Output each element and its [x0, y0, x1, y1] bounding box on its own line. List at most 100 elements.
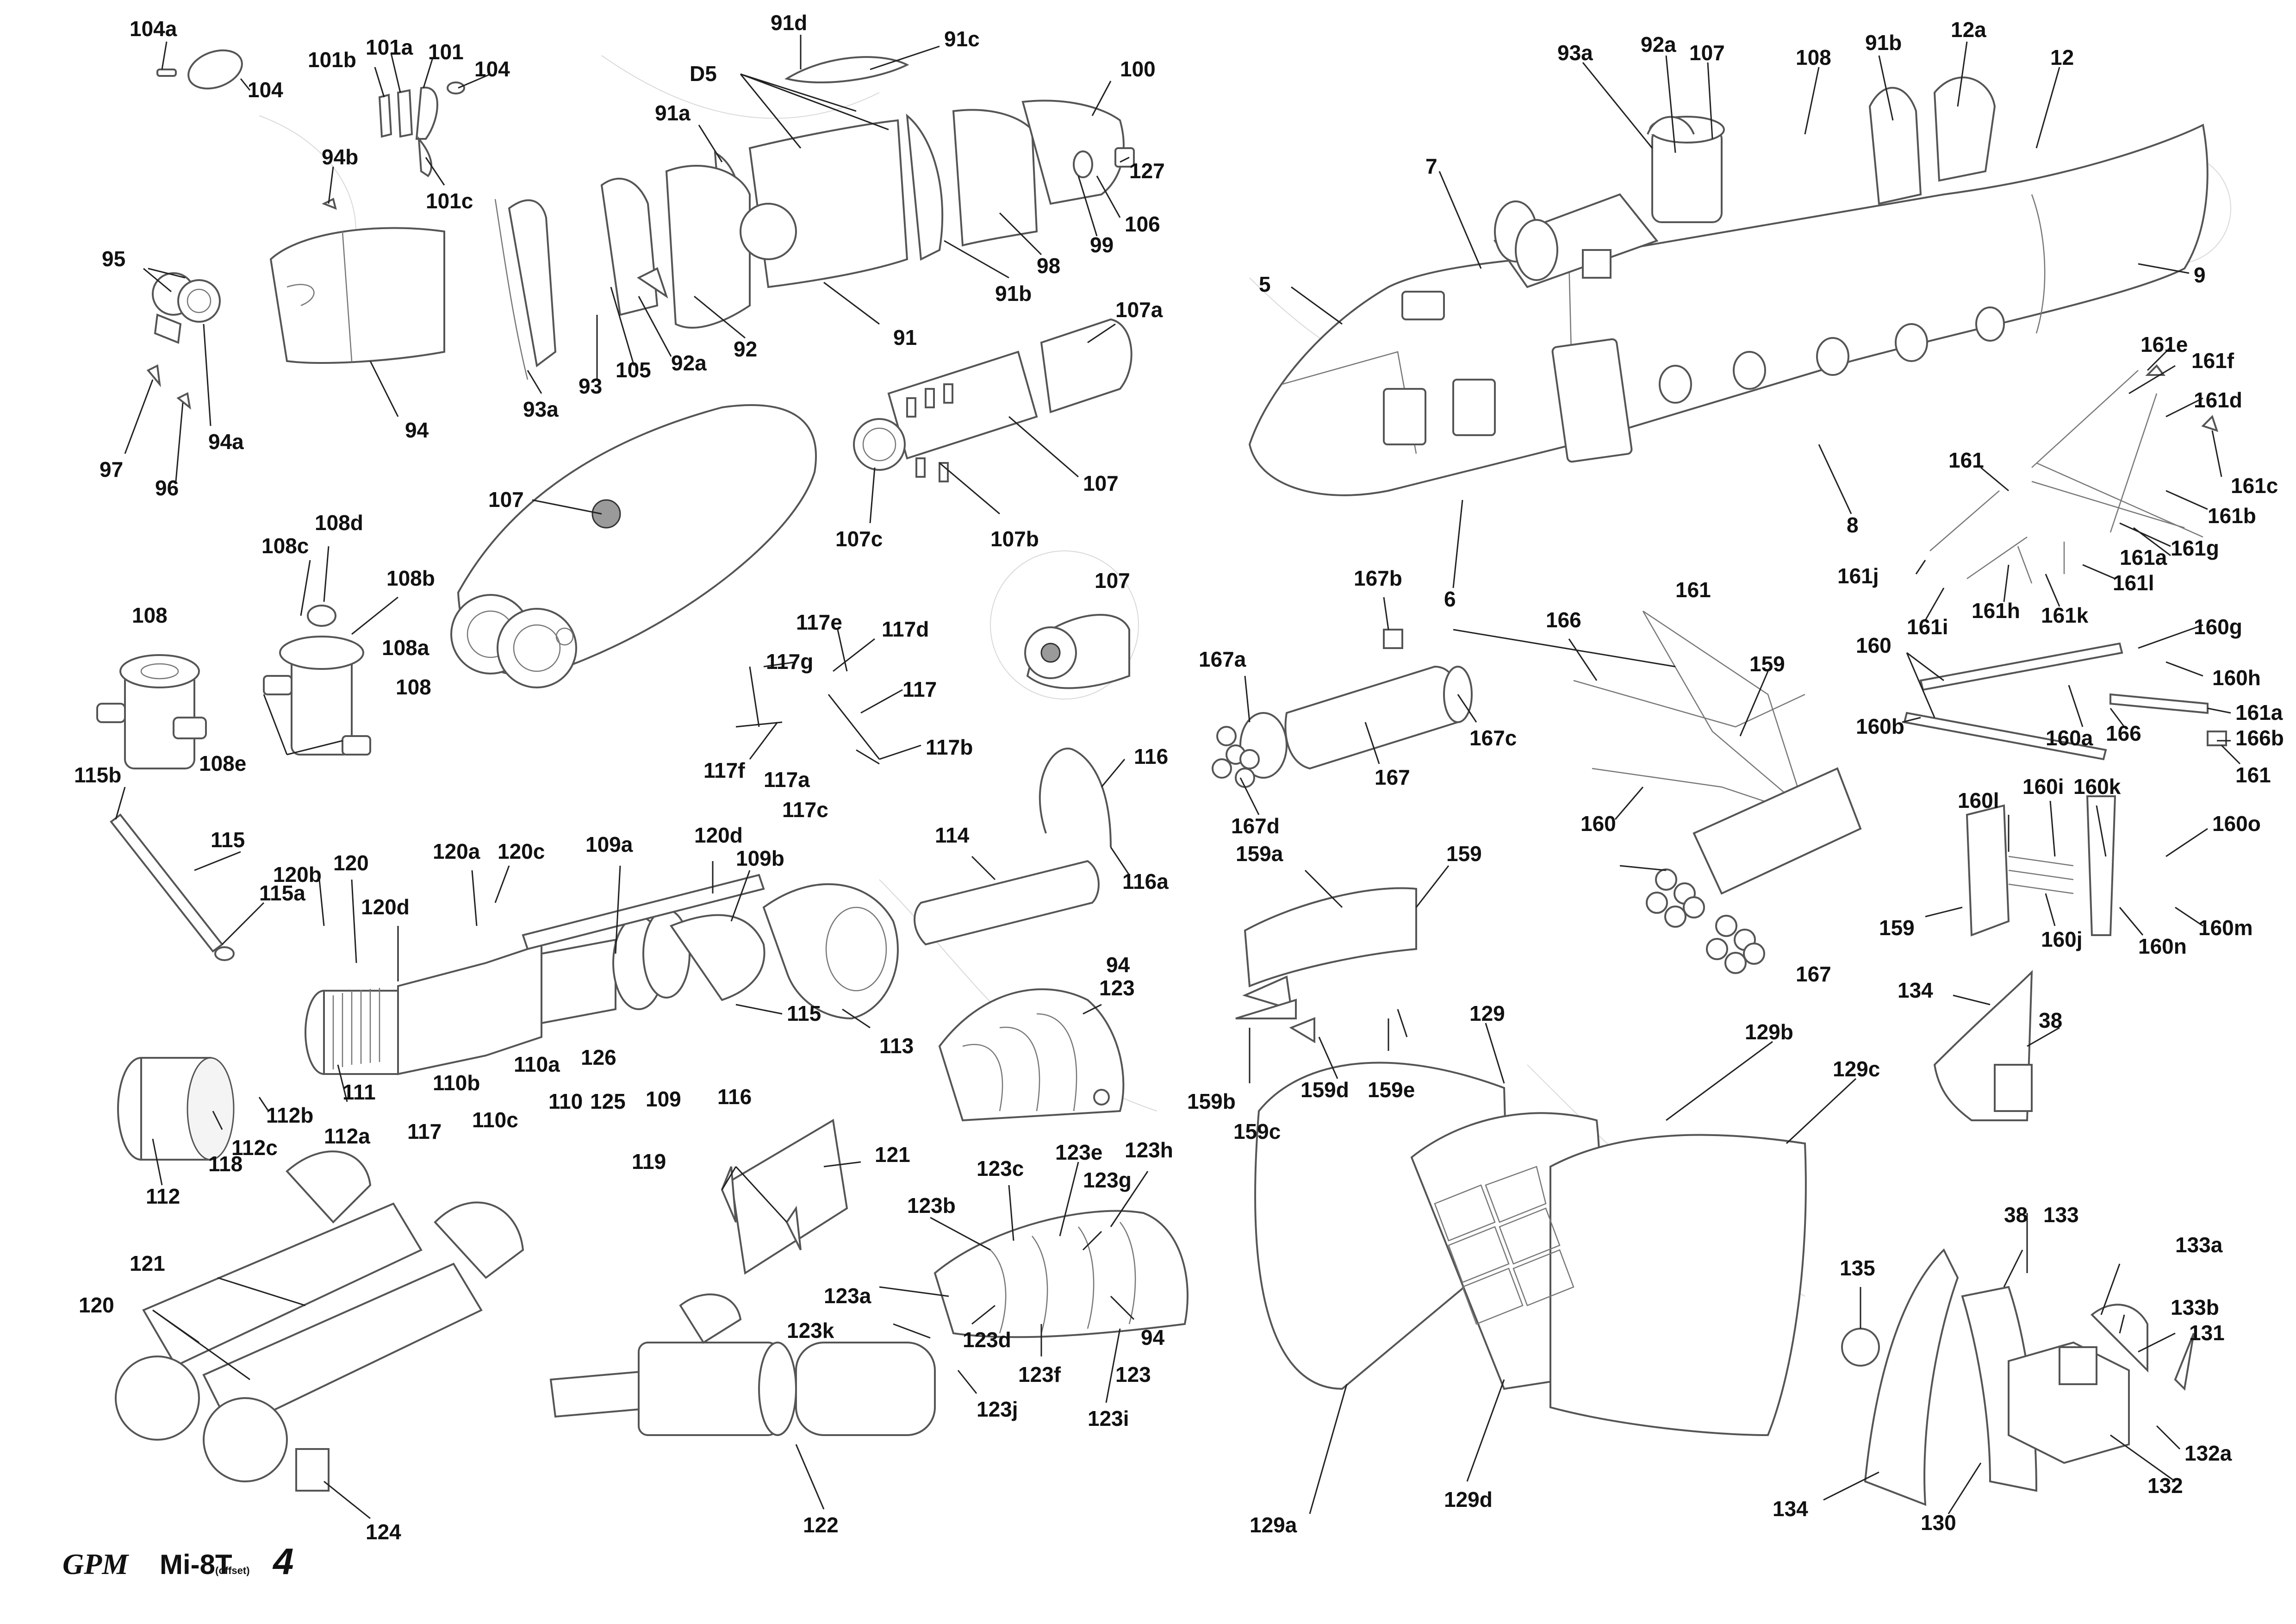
label-93: 93 — [579, 374, 602, 398]
label-160a: 160a — [2046, 726, 2093, 750]
label-101: 101 — [428, 40, 464, 64]
label-114: 114 — [935, 823, 970, 847]
part-132-seat-box — [2008, 1304, 2195, 1464]
part-fuselage — [1248, 124, 2209, 496]
label-166: 166 — [2106, 721, 2141, 745]
part-113-duct — [762, 883, 899, 1020]
label-108c: 108c — [261, 534, 309, 558]
part-159-panels — [1235, 887, 1417, 1043]
label-129d: 129d — [1444, 1487, 1493, 1512]
label-117g: 117g — [766, 650, 813, 674]
label-120b: 120b — [273, 862, 322, 887]
label-38: 38 — [2039, 1008, 2062, 1032]
label-6: 6 — [1444, 587, 1456, 611]
part-108-tank — [96, 654, 207, 769]
label-38-b: 38 — [2004, 1203, 2028, 1227]
label-161b: 161b — [2208, 504, 2256, 528]
label-12: 12 — [2050, 45, 2074, 69]
part-108-tank-exploded — [263, 605, 371, 756]
part-161-strut-set — [1929, 364, 2219, 584]
label-123g: 123g — [1083, 1168, 1132, 1192]
part-95-gears — [146, 272, 221, 410]
label-109a: 109a — [585, 832, 633, 856]
part-121-engine-pair — [115, 1150, 524, 1492]
part-110-engine-tube — [117, 909, 765, 1161]
label-167b: 167b — [1354, 566, 1402, 590]
label-161f: 161f — [2191, 349, 2234, 373]
label-160h: 160h — [2212, 666, 2261, 690]
label-110: 110 — [548, 1089, 583, 1113]
label-159a: 159a — [1236, 842, 1283, 866]
label-107a: 107a — [1115, 298, 1163, 322]
label-123d: 123d — [963, 1328, 1011, 1352]
part-91d-panel — [784, 56, 909, 84]
label-127: 127 — [1129, 159, 1165, 183]
label-129a: 129a — [1250, 1513, 1297, 1537]
label-106: 106 — [1125, 212, 1160, 236]
label-99: 99 — [1090, 233, 1114, 257]
label-123b: 123b — [907, 1193, 956, 1218]
label-116: 116 — [1134, 744, 1168, 768]
footer-brand: GPM — [62, 1548, 129, 1580]
label-133: 133 — [2043, 1203, 2079, 1227]
label-107: 107 — [1083, 471, 1119, 495]
label-d5: D5 — [690, 62, 717, 86]
page-footer: GPM Mi-8T (offset) 4 — [62, 1541, 294, 1582]
label-98: 98 — [1037, 254, 1060, 278]
label-123c: 123c — [977, 1156, 1024, 1181]
part-117-struts — [735, 666, 880, 765]
part-129-nose-structure — [1254, 1062, 1807, 1437]
part-134-bulkhead — [1933, 970, 2033, 1121]
label-121: 121 — [875, 1143, 910, 1167]
part-121-plate — [721, 1118, 848, 1275]
part-94-rib-frame — [938, 988, 1125, 1122]
label-161a: 161a — [2120, 545, 2167, 569]
label-123j: 123j — [977, 1397, 1018, 1421]
label-105: 105 — [616, 358, 651, 382]
label-160n: 160n — [2138, 934, 2187, 958]
label-160o: 160o — [2212, 812, 2261, 836]
label-116-bottom: 116 — [717, 1085, 752, 1109]
label-132a: 132a — [2184, 1441, 2232, 1465]
label-94b: 94b — [322, 145, 358, 169]
part-115-rod — [110, 813, 235, 961]
label-101b: 101b — [308, 48, 356, 72]
label-123-rib: 123 — [1099, 976, 1135, 1000]
label-117: 117 — [902, 677, 937, 701]
label-160-mid: 160 — [1580, 812, 1616, 836]
label-120d-2: 120d — [694, 823, 743, 847]
label-160j: 160j — [2041, 927, 2083, 951]
label-92: 92 — [734, 337, 757, 361]
label-94-ribs: 94 — [1141, 1325, 1165, 1349]
label-91d: 91d — [771, 11, 807, 35]
label-123e: 123e — [1055, 1140, 1102, 1164]
label-161l: 161l — [2113, 571, 2154, 595]
part-116-strap — [1039, 748, 1112, 848]
label-161-bottom: 161 — [2235, 763, 2271, 787]
label-91b: 91b — [995, 281, 1032, 306]
label-108e: 108e — [199, 751, 246, 775]
footer-subtitle: (offset) — [215, 1565, 250, 1576]
part-12-fins — [1868, 76, 1996, 205]
page-number: 4 — [272, 1541, 294, 1582]
label-129c: 129c — [1833, 1057, 1880, 1081]
label-101a: 101a — [366, 35, 413, 59]
leader-lines — [115, 35, 2241, 1519]
label-113: 113 — [879, 1034, 914, 1058]
label-104-b: 104 — [474, 57, 510, 81]
part-104-cap — [156, 49, 243, 90]
label-123i: 123i — [1088, 1406, 1129, 1430]
label-109: 109 — [646, 1087, 681, 1111]
label-117-bottom: 117 — [407, 1119, 442, 1143]
label-104: 104 — [248, 78, 283, 102]
label-108b: 108b — [386, 566, 435, 590]
label-161g: 161g — [2171, 536, 2219, 560]
part-166-frame-guns — [1573, 610, 1862, 974]
label-91: 91 — [893, 325, 917, 350]
label-92a: 92a — [671, 351, 707, 375]
label-108d: 108d — [315, 511, 363, 535]
label-5: 5 — [1259, 272, 1271, 296]
label-167-mid: 167 — [1796, 962, 1831, 986]
label-159c: 159c — [1233, 1119, 1281, 1143]
